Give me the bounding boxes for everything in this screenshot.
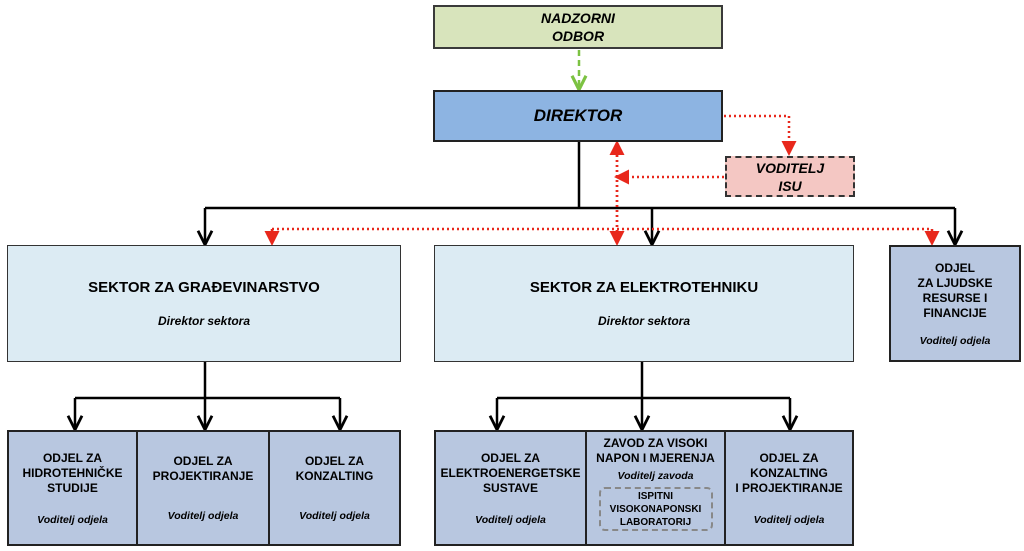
- dept-lead: Voditelj zavoda: [617, 470, 694, 482]
- isu-link: [724, 114, 797, 156]
- hr-line-4: FINANCIJE: [923, 305, 987, 320]
- hr-line-2: ZA LJUDSKE: [917, 275, 993, 290]
- elec-sector-title: SEKTOR ZA ELEKTROTEHNIKU: [529, 279, 759, 296]
- dept-line: I PROJEKTIRANJE: [735, 480, 843, 495]
- elec-sector-box: SEKTOR ZA ELEKTROTEHNIKU Direktor sektor…: [434, 245, 854, 362]
- isu-manager-box: VODITELJ ISU: [725, 156, 855, 197]
- civil-dept-design: ODJEL ZA PROJEKTIRANJE Voditelj odjela: [136, 430, 270, 546]
- civil-dept-consulting: ODJEL ZA KONZALTING Voditelj odjela: [268, 430, 401, 546]
- elec-dept-power-systems: ODJEL ZA ELEKTROENERGETSKE SUSTAVE Vodit…: [434, 430, 587, 546]
- dept-line: ELEKTROENERGETSKE: [440, 465, 581, 480]
- hr-lead: Voditelj odjela: [919, 334, 991, 347]
- director-box: DIREKTOR: [433, 90, 723, 142]
- lab-line: ISPITNI: [637, 490, 673, 502]
- dept-line: HIDROTEHNIČKE: [22, 465, 123, 480]
- dept-lead: Voditelj odjela: [167, 510, 239, 522]
- elec-sector-subtitle: Direktor sektora: [597, 314, 691, 328]
- dept-line: ODJEL ZA: [173, 454, 233, 468]
- isu-label-2: ISU: [778, 177, 802, 194]
- isu-label-1: VODITELJ: [755, 159, 825, 176]
- director-label: DIREKTOR: [533, 106, 623, 125]
- hv-lab-box: ISPITNI VISOKONAPONSKI LABORATORIJ: [598, 487, 713, 531]
- civil-sector-title: SEKTOR ZA GRAĐEVINARSTVO: [88, 279, 320, 296]
- elec-institute-high-voltage: ZAVOD ZA VISOKI NAPON I MJERENJA Voditel…: [585, 430, 726, 546]
- dept-line: STUDIJE: [47, 480, 98, 495]
- board-label-1: NADZORNI: [541, 10, 615, 26]
- dept-line: ODJEL ZA: [480, 450, 541, 465]
- dept-line: ODJEL ZA: [759, 450, 819, 465]
- hr-line-3: RESURSE I: [922, 290, 988, 305]
- dept-line: SUSTAVE: [483, 480, 538, 495]
- civil-dept-hydro: ODJEL ZA HIDROTEHNIČKE STUDIJE Voditelj …: [7, 430, 138, 546]
- dept-line: ODJEL ZA: [304, 454, 365, 468]
- dept-lead: Voditelj odjela: [37, 513, 108, 526]
- dept-line: NAPON I MJERENJA: [596, 451, 715, 465]
- supervisory-board-box: NADZORNI ODBOR: [433, 5, 723, 49]
- dept-line: ZAVOD ZA VISOKI: [603, 436, 708, 450]
- hr-department-box: ODJEL ZA LJUDSKE RESURSE I FINANCIJE Vod…: [889, 245, 1021, 362]
- dept-line: KONZALTING: [750, 465, 828, 480]
- lab-line: LABORATORIJ: [619, 516, 692, 528]
- lab-line: VISOKONAPONSKI: [609, 503, 702, 515]
- civil-sector-subtitle: Direktor sektora: [157, 314, 251, 328]
- hr-line-1: ODJEL: [934, 260, 975, 275]
- dept-lead: Voditelj odjela: [475, 513, 546, 526]
- dept-line: KONZALTING: [295, 469, 374, 483]
- dept-lead: Voditelj odjela: [753, 513, 825, 526]
- dept-line: ODJEL ZA: [42, 450, 103, 465]
- dept-lead: Voditelj odjela: [299, 510, 370, 522]
- civil-sector-box: SEKTOR ZA GRAĐEVINARSTVO Direktor sektor…: [7, 245, 401, 362]
- dept-line: PROJEKTIRANJE: [152, 469, 254, 483]
- elec-dept-consulting: ODJEL ZA KONZALTING I PROJEKTIRANJE Vodi…: [724, 430, 854, 546]
- board-label-2: ODBOR: [551, 28, 605, 44]
